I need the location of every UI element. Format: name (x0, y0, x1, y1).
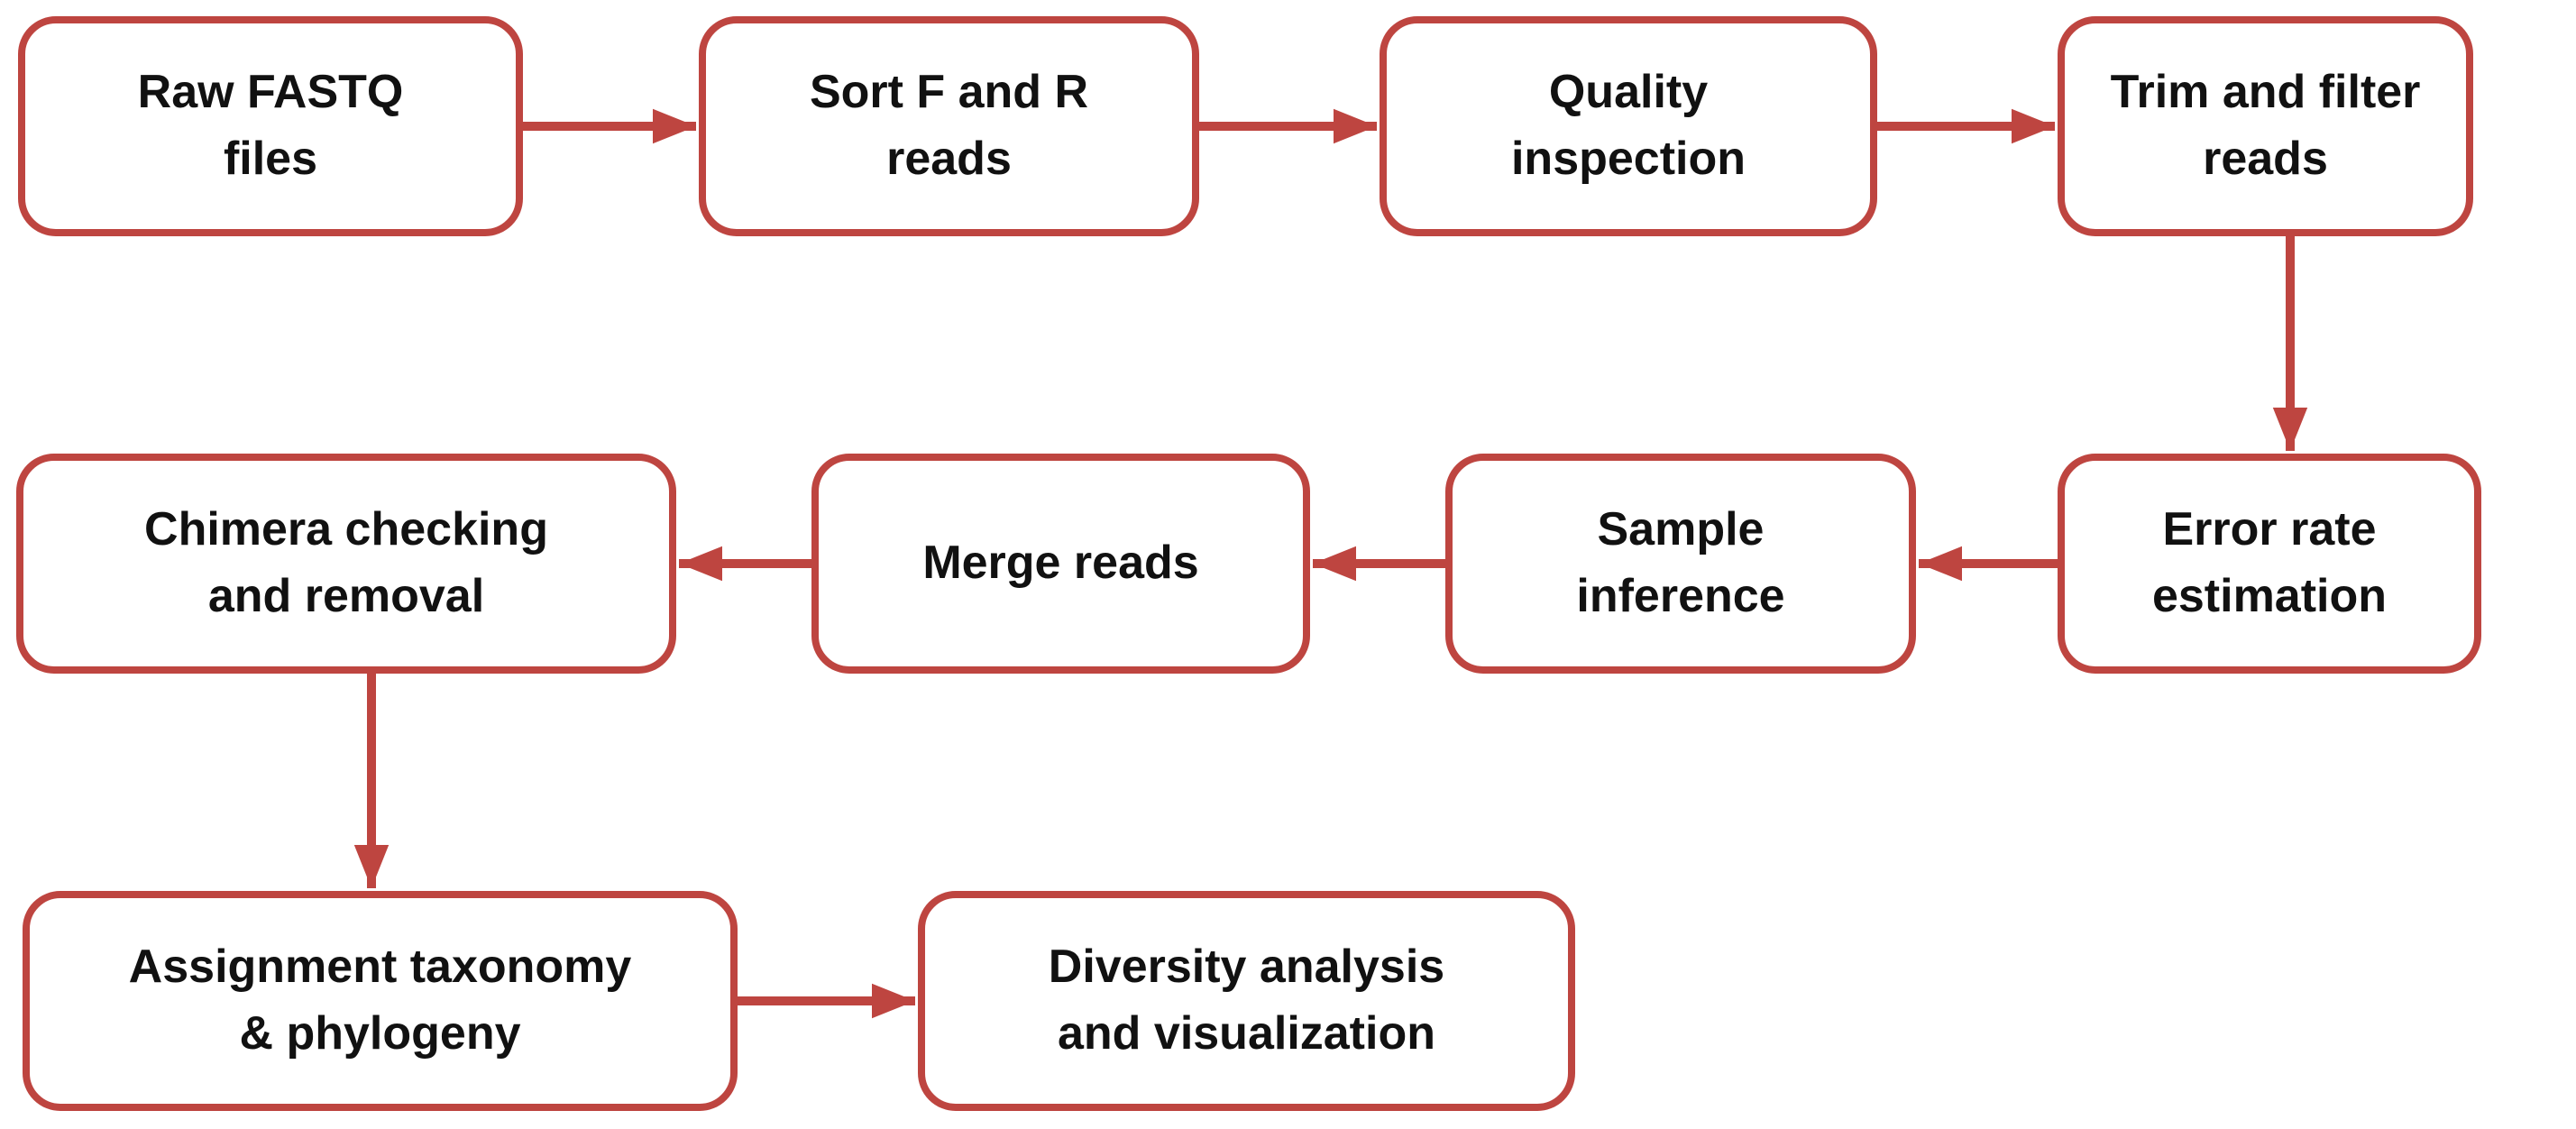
node-diversity-analysis-visualization: Diversity analysis and visualization (918, 891, 1575, 1111)
node-label: Assignment taxonomy & phylogeny (128, 941, 632, 1060)
node-assignment-taxonomy-phylogeny: Assignment taxonomy & phylogeny (23, 891, 738, 1111)
node-raw-fastq-files: Raw FASTQ files (18, 16, 523, 236)
node-sort-f-and-r-reads: Sort F and R reads (699, 16, 1199, 236)
node-quality-inspection: Quality inspection (1380, 16, 1877, 236)
node-merge-reads: Merge reads (811, 454, 1310, 674)
node-trim-and-filter-reads: Trim and filter reads (2058, 16, 2473, 236)
node-error-rate-estimation: Error rate estimation (2058, 454, 2481, 674)
node-chimera-checking-and-removal: Chimera checking and removal (16, 454, 676, 674)
node-label: Diversity analysis and visualization (1048, 941, 1445, 1060)
node-label: Trim and filter reads (2110, 66, 2421, 185)
node-label: Sort F and R reads (809, 66, 1089, 185)
node-label: Sample inference (1576, 503, 1785, 622)
node-sample-inference: Sample inference (1445, 454, 1916, 674)
node-label: Error rate estimation (2151, 503, 2388, 622)
node-label: Merge reads (922, 537, 1199, 590)
node-label: Quality inspection (1510, 66, 1746, 185)
node-label: Chimera checking and removal (144, 503, 548, 622)
node-label: Raw FASTQ files (137, 66, 404, 185)
